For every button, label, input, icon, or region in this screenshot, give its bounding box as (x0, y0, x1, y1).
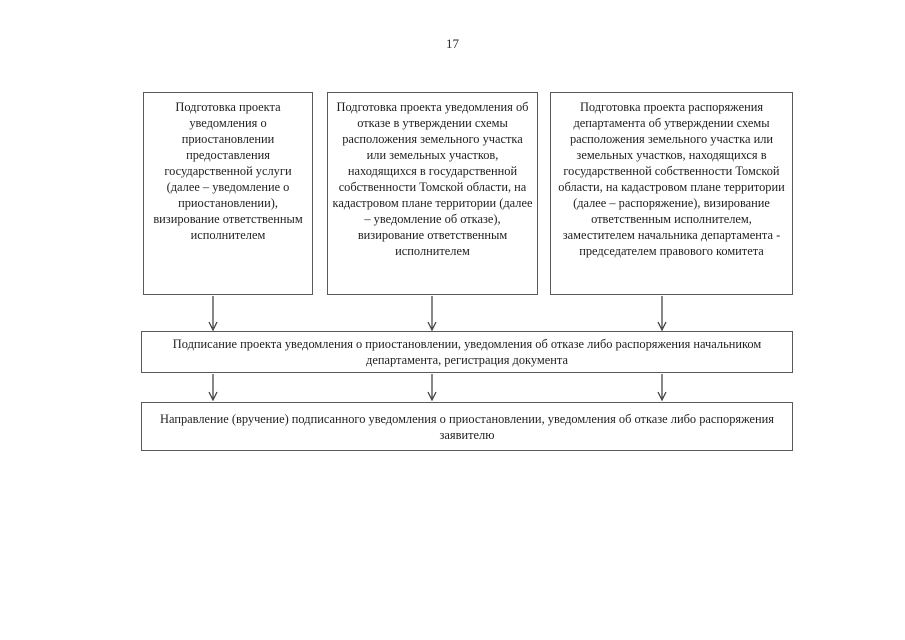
flow-box-delivery-text: Направление (вручение) подписанного увед… (160, 411, 774, 442)
flow-box-signing-text: Подписание проекта уведомления о приоста… (172, 337, 762, 367)
arrow-down-icon (426, 374, 438, 401)
flow-box-approval-order: Подготовка проекта распоряжения департам… (550, 92, 793, 295)
flow-box-approval-order-text: Подготовка проекта распоряжения департам… (558, 100, 785, 258)
arrow-down-icon (426, 296, 438, 331)
flow-box-signing: Подписание проекта уведомления о приоста… (141, 331, 793, 373)
page-number: 17 (446, 36, 459, 51)
arrow-down-icon (207, 296, 219, 331)
arrow-down-icon (656, 296, 668, 331)
arrow-down-icon (207, 374, 219, 401)
flow-box-suspension-notice-text: Подготовка проекта уведомления о приоста… (153, 100, 303, 242)
flow-box-refusal-notice: Подготовка проекта уведомления об отказе… (327, 92, 538, 295)
flow-box-delivery: Направление (вручение) подписанного увед… (141, 402, 793, 451)
flow-box-refusal-notice-text: Подготовка проекта уведомления об отказе… (332, 100, 533, 258)
arrow-down-icon (656, 374, 668, 401)
flow-box-suspension-notice: Подготовка проекта уведомления о приоста… (143, 92, 313, 295)
